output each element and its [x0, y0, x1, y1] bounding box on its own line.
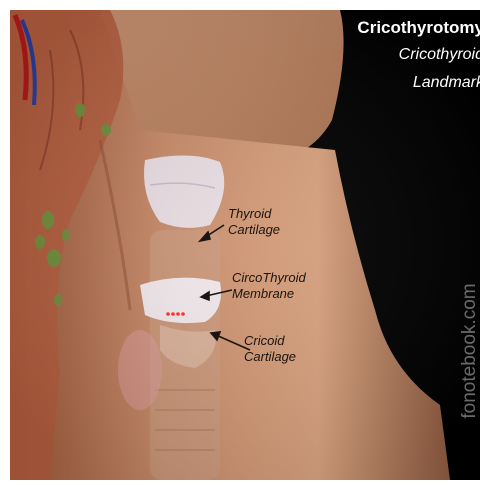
thyroid-label-line1: Thyroid	[228, 206, 280, 222]
watermark-text: fonotebook.com	[459, 236, 481, 466]
cricoid-label: Cricoid Cartilage	[244, 333, 296, 365]
cricoid-label-line1: Cricoid	[244, 333, 296, 349]
cricoid-label-line2: Cartilage	[244, 349, 296, 365]
watermark: fonotebook.com	[450, 240, 485, 470]
illustration-frame: Cricothyrotomy Cricothyroid Landmark Thy…	[10, 10, 480, 480]
membrane-label: CircoThyroid Membrane	[232, 270, 306, 302]
thyroid-label: Thyroid Cartilage	[228, 206, 280, 238]
diagram-subtitle-line1: Cricothyroid	[399, 46, 480, 64]
diagram-subtitle-line2: Landmark	[413, 74, 480, 92]
diagram-title: Cricothyrotomy	[357, 18, 480, 38]
neck-anatomy-illustration	[10, 10, 480, 480]
thyroid-label-line2: Cartilage	[228, 222, 280, 238]
membrane-label-line1: CircoThyroid	[232, 270, 306, 286]
membrane-label-line2: Membrane	[232, 286, 306, 302]
